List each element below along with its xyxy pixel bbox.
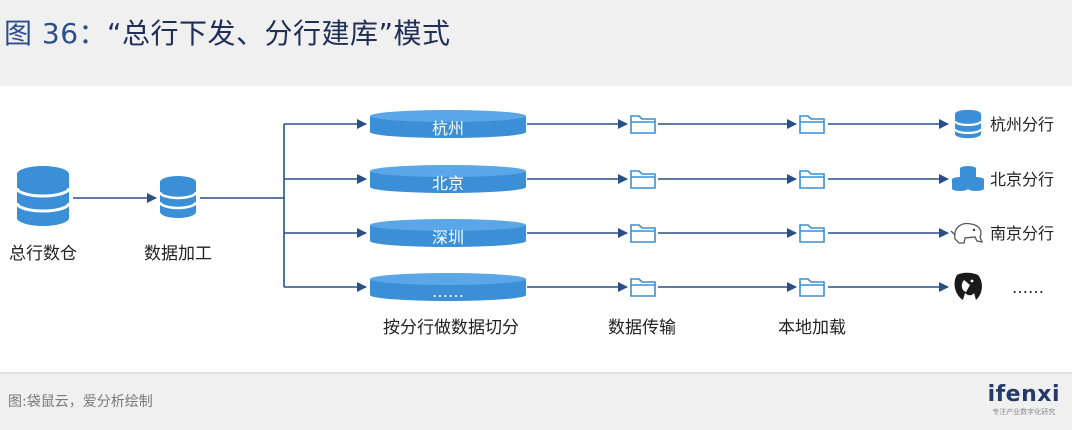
page-title: 图 36：“总行下发、分行建库”模式 [4, 12, 451, 52]
title-bar: 图 36：“总行下发、分行建库”模式 [0, 0, 1072, 86]
destination-label: 南京分行 [990, 224, 1054, 243]
folder-icon [630, 170, 656, 189]
source-note: 图:袋鼠云，爱分析绘制 [8, 394, 153, 410]
brand-tagline: 专注产业数字化研究 [992, 408, 1056, 416]
stage-label-load: 本地加载 [778, 318, 846, 338]
brand-name: ifenxi [987, 382, 1060, 407]
folder-icon [799, 115, 825, 134]
destination-label: 杭州分行 [990, 115, 1054, 134]
postgresql-elephant-icon [954, 272, 982, 300]
city-partition-bar: …… [370, 273, 526, 301]
processing-database-icon [158, 176, 198, 218]
warehouse-database-icon [15, 166, 71, 226]
folder-icon [799, 170, 825, 189]
footer-divider [0, 372, 1072, 374]
folder-icon [799, 224, 825, 243]
city-label: …… [432, 282, 464, 301]
city-partition-bar: 深圳 [370, 219, 526, 247]
database-cluster-icon [952, 165, 984, 192]
process-node-label: 数据加工 [144, 244, 212, 264]
diagram-panel [0, 86, 1072, 372]
city-partition-bar: 杭州 [370, 110, 526, 138]
source-node-label: 总行数仓 [9, 244, 77, 264]
database-icon [953, 109, 983, 139]
city-partition-bar: 北京 [370, 165, 526, 193]
brand-logo: ifenxi 专注产业数字化研究 [988, 382, 1060, 417]
stage-label-split: 按分行做数据切分 [383, 318, 519, 338]
hadoop-elephant-icon [950, 222, 984, 244]
folder-icon [630, 224, 656, 243]
figure-title: “总行下发、分行建库”模式 [107, 17, 451, 50]
folder-icon [630, 278, 656, 297]
city-label: 杭州 [432, 119, 464, 138]
figure-number: 图 36： [4, 17, 108, 50]
destination-label: …… [1012, 278, 1044, 297]
destination-label: 北京分行 [990, 170, 1054, 189]
city-label: 深圳 [432, 228, 464, 247]
city-label: 北京 [432, 174, 464, 193]
stage-label-transfer: 数据传输 [608, 318, 676, 338]
folder-icon [799, 278, 825, 297]
folder-icon [630, 115, 656, 134]
